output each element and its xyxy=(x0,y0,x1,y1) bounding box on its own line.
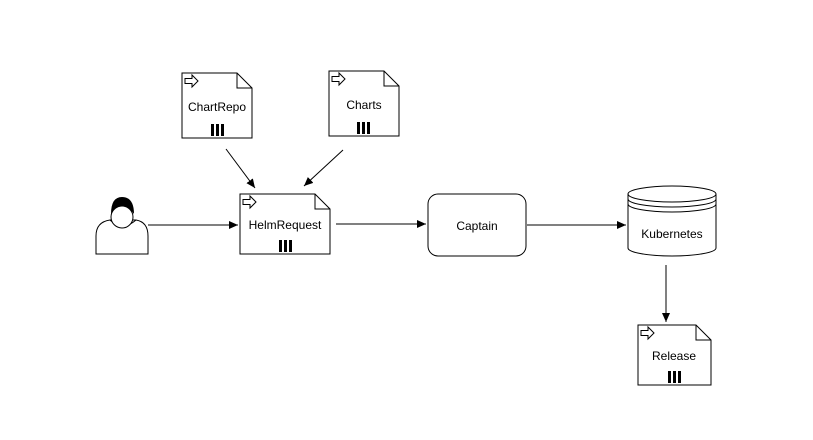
user-icon[interactable] xyxy=(95,197,149,255)
charts-label: Charts xyxy=(346,98,381,112)
helmrequest-document[interactable]: HelmRequest xyxy=(239,193,331,255)
charts-document[interactable]: Charts xyxy=(328,70,400,137)
release-label: Release xyxy=(652,349,696,363)
arrow-right-icon xyxy=(242,194,257,210)
chartrepo-document[interactable]: ChartRepo xyxy=(181,72,253,139)
arrow-right-icon xyxy=(640,325,655,341)
barcode-icon xyxy=(668,371,681,383)
captain-node[interactable]: Captain xyxy=(427,193,527,257)
helmrequest-label: HelmRequest xyxy=(249,218,322,232)
edge-charts-to-helmrequest xyxy=(303,149,344,187)
kubernetes-database[interactable]: Kubernetes xyxy=(627,185,717,257)
barcode-icon xyxy=(279,240,292,252)
arrow-right-icon xyxy=(184,73,199,89)
kubernetes-label: Kubernetes xyxy=(641,227,702,241)
barcode-icon xyxy=(357,122,370,134)
captain-label: Captain xyxy=(456,219,497,233)
barcode-icon xyxy=(211,124,224,136)
release-document[interactable]: Release xyxy=(637,324,712,386)
chartrepo-label: ChartRepo xyxy=(188,100,246,114)
arrow-right-icon xyxy=(331,71,346,87)
edge-chartrepo-to-helmrequest xyxy=(225,148,256,189)
